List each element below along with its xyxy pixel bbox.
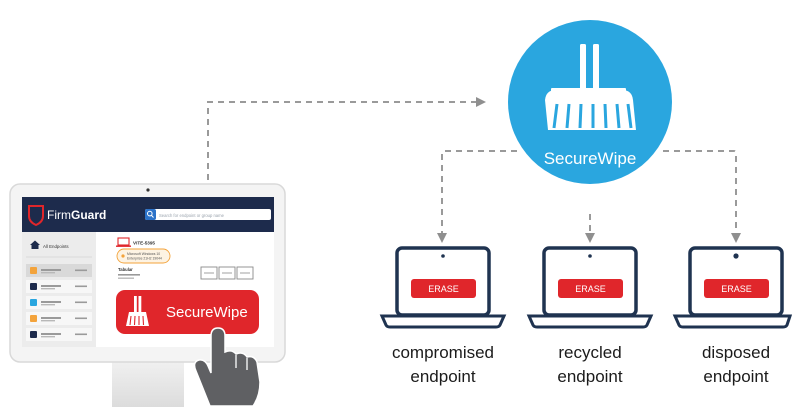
endpoint-label-line2: endpoint [703,367,769,386]
os-line-2: Enterprise 21H2 19044 [127,257,162,261]
monitor: FirmGuard Search for endpoint or group n… [9,183,286,407]
pointing-hand-icon [193,327,261,407]
sidebar-all-endpoints[interactable]: All Endpoints [30,240,69,250]
laptop-base [379,314,507,329]
os-badge [116,248,171,264]
brand-prefix: Firm [47,208,71,222]
firmguard-logo: FirmGuard [28,205,106,227]
erase-badge [704,279,769,298]
laptop-icon [116,237,131,247]
erase-label: ERASE [575,284,606,294]
broom-icon [545,44,636,130]
home-icon [30,240,40,249]
endpoint-name: VITE-5395 [133,241,155,246]
view-toggle-buttons[interactable] [200,266,254,280]
endpoint-disposed: ERASE disposed endpoint [672,246,793,386]
search-placeholder: Search for endpoint or group name [159,213,225,218]
detail-label: Tabular [118,267,133,272]
connector-hub-to-compromised [437,150,517,243]
endpoint-label-line1: disposed [702,343,770,362]
erase-label: ERASE [721,284,752,294]
endpoint-icon [30,283,37,290]
endpoint-label-line1: recycled [558,343,621,362]
erase-label: ERASE [428,284,459,294]
search-field[interactable]: Search for endpoint or group name [145,209,271,220]
search-icon [145,209,156,220]
securewipe-hub: SecureWipe [508,20,672,184]
sidebar-list [26,264,92,341]
securewipe-button[interactable]: SecureWipe [116,290,259,334]
brand-suffix: Guard [71,208,106,222]
securewipe-button-label: SecureWipe [166,304,248,321]
endpoint-label-line1: compromised [392,343,494,362]
endpoint-label-line2: endpoint [557,367,623,386]
erase-badge [558,279,623,298]
endpoint-detail: VITE-5395 Microsoft Windows 10 Enterpris… [116,237,254,280]
endpoint-icon [30,299,37,306]
endpoint-icon [30,315,37,322]
endpoint-icon [30,267,37,274]
monitor-camera [146,188,150,192]
erase-badge [411,279,476,298]
laptop-base [526,314,654,329]
os-line-1: Microsoft Windows 10 [127,252,160,256]
endpoint-icon [30,331,37,338]
endpoint-recycled: ERASE recycled endpoint [526,246,654,386]
hub-label: SecureWipe [544,149,637,168]
svg-text:FirmGuard: FirmGuard [47,208,106,222]
laptop-base [672,314,793,329]
endpoint-compromised: ERASE compromised endpoint [379,246,507,386]
broom-icon [126,296,149,326]
connector-hub-to-disposed [663,150,741,243]
connector-monitor-to-hub [207,97,486,180]
monitor-stand [112,360,184,407]
sidebar-header-label: All Endpoints [43,244,69,249]
endpoint-label-line2: endpoint [410,367,476,386]
